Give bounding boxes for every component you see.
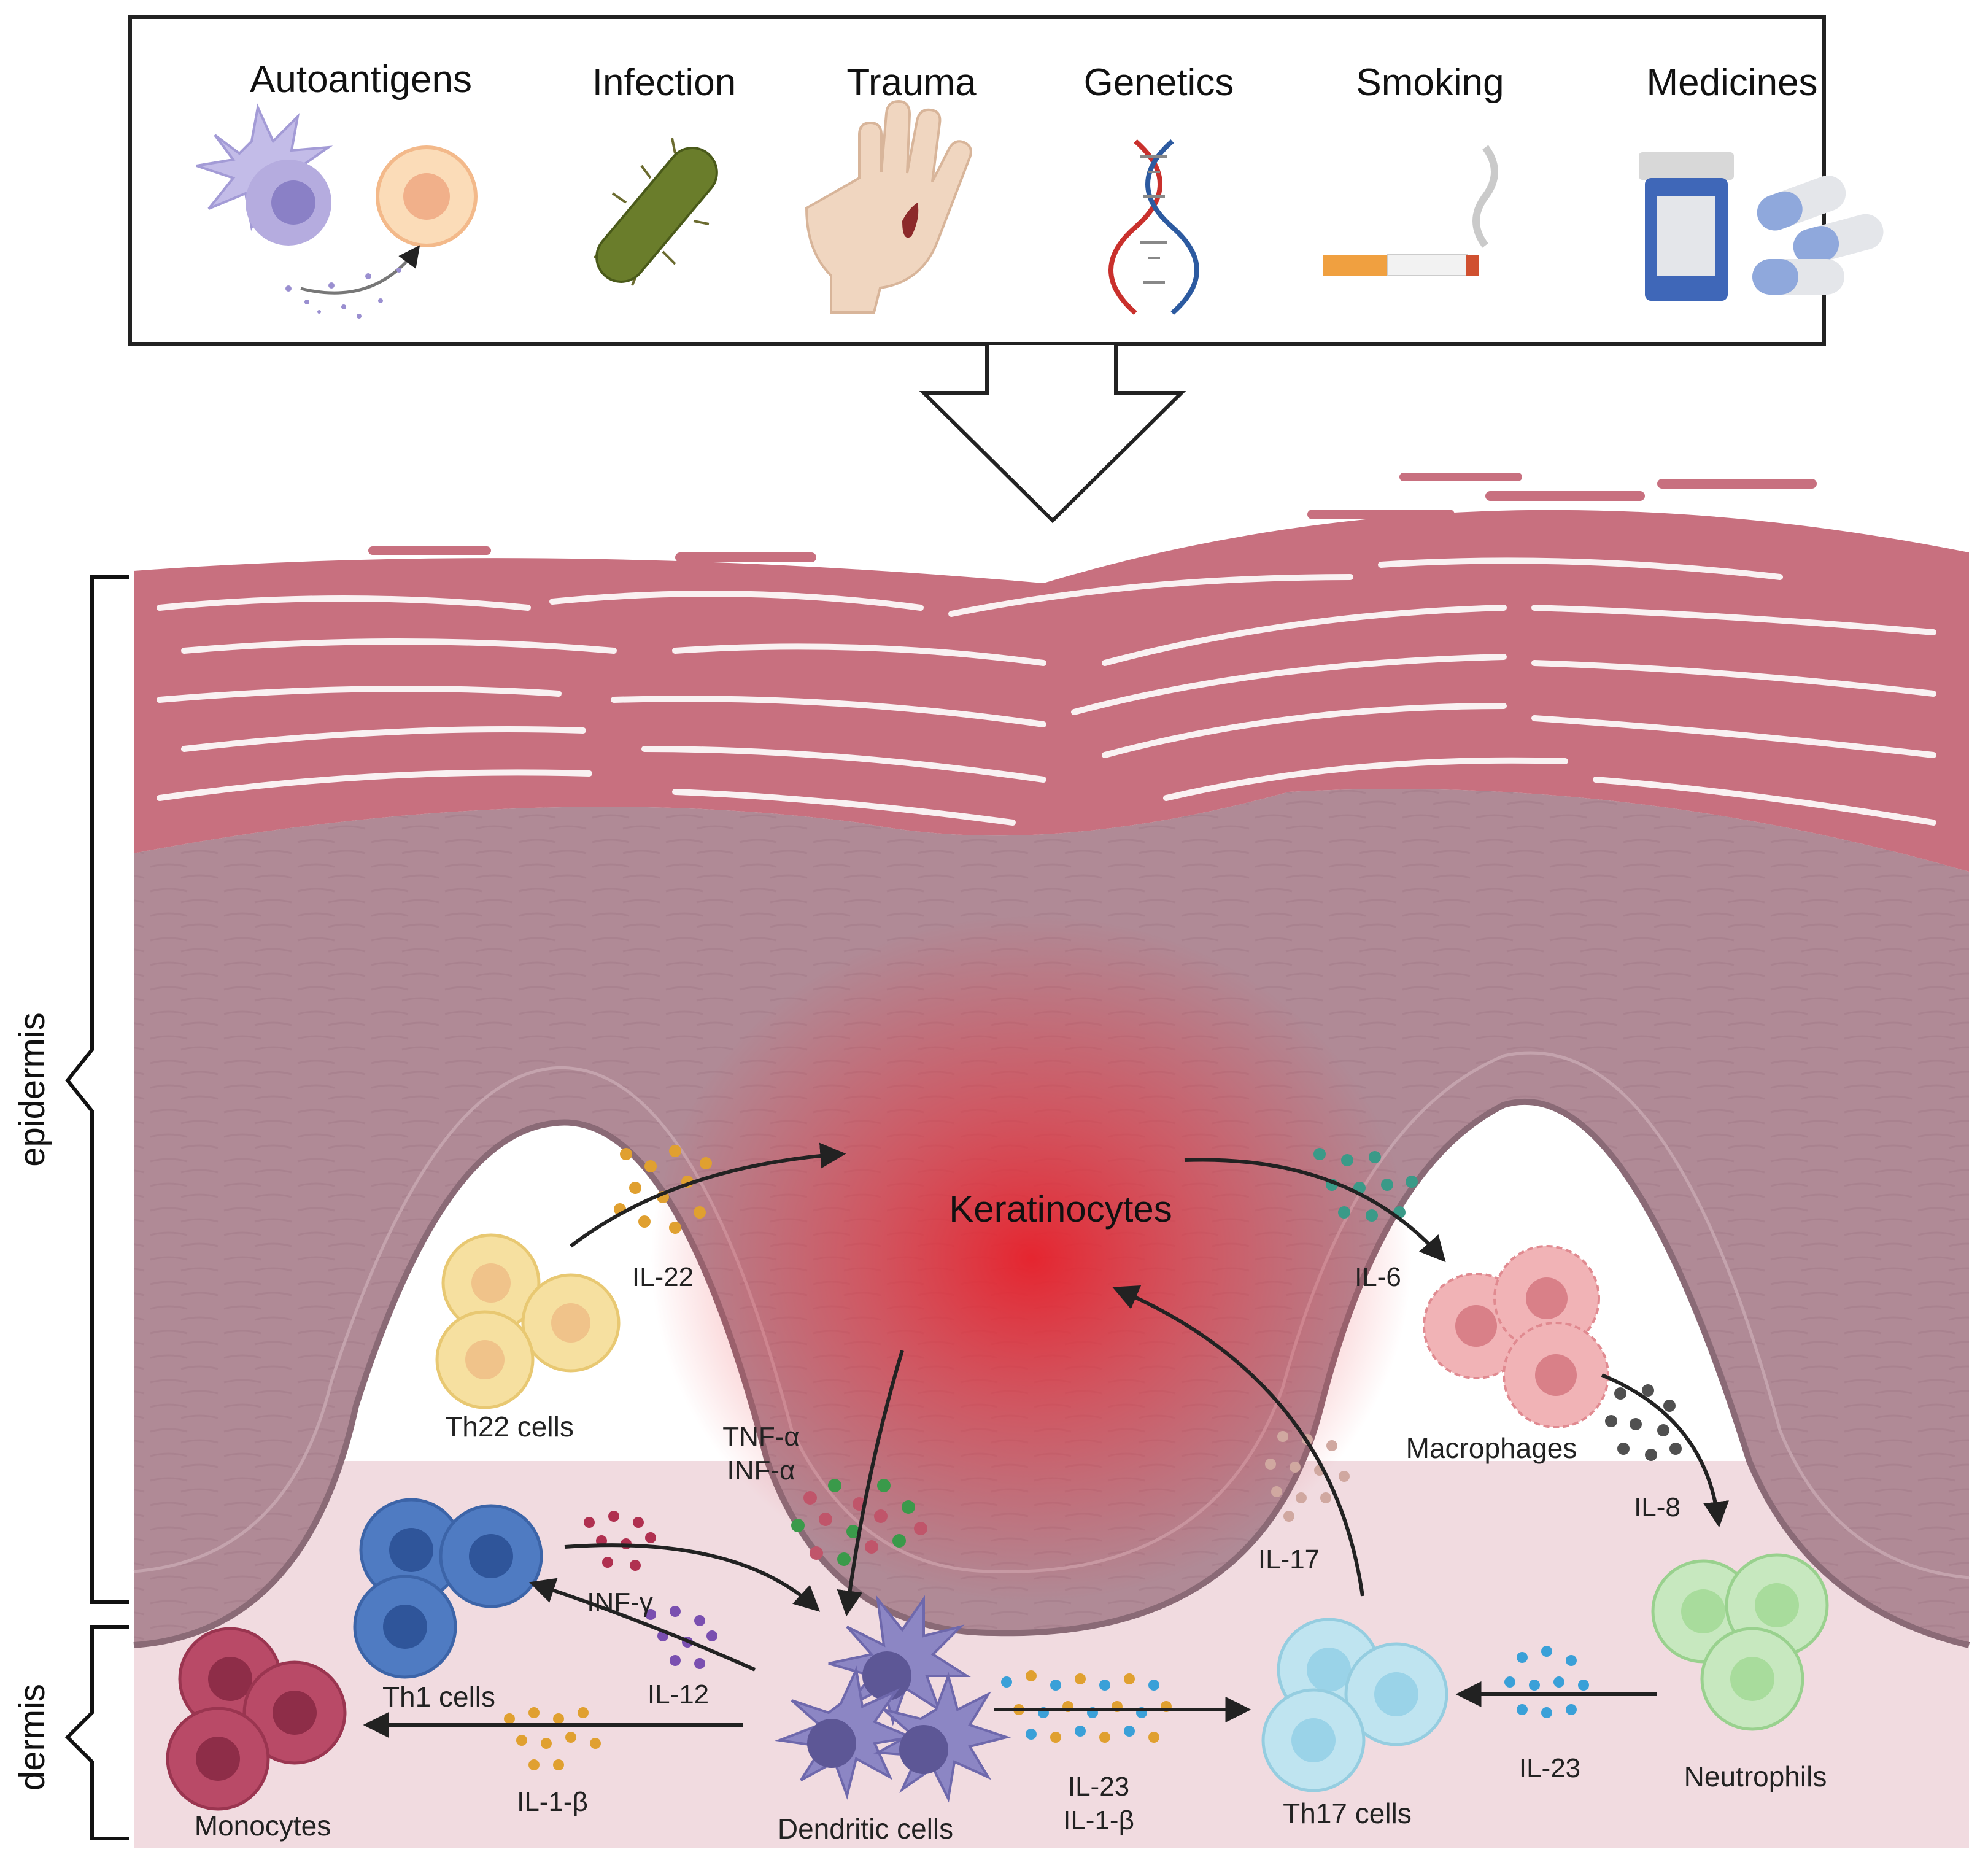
trigger-label-medicines: Medicines: [1646, 61, 1817, 104]
down-arrow: [919, 345, 1186, 524]
inf-gamma-label: INF-γ: [587, 1587, 653, 1618]
monocytes-label: Monocytes: [195, 1810, 331, 1842]
neutrophils-cells: [1651, 1553, 1829, 1731]
arrow-il8-to-neutrophils: [1601, 1373, 1729, 1528]
trigger-label-genetics: Genetics: [1084, 61, 1234, 104]
il23-right-label: IL-23: [1519, 1753, 1580, 1783]
epidermis-bracket: epidermis: [12, 575, 129, 1604]
keratinocytes-label: Keratinocytes: [949, 1188, 1172, 1230]
trigger-label-infection: Infection: [592, 61, 736, 104]
arrow-il22: [570, 1142, 846, 1248]
arrow-il6-to-macrophages: [1184, 1158, 1446, 1263]
th22-cells: [435, 1233, 621, 1409]
arrow-keratinocytes-to-dendritic: [837, 1350, 904, 1617]
il17-label: IL-17: [1258, 1544, 1320, 1575]
signal-arrows: [363, 1142, 1729, 1738]
tnf-inf-dots: [791, 1479, 927, 1566]
antigen-presenting-cell-icon: [196, 103, 478, 319]
basal-membrane: [133, 1099, 1970, 1648]
il6-dots: [1313, 1148, 1418, 1222]
monocytes-cells: [166, 1627, 347, 1811]
il8-dots: [1605, 1384, 1682, 1461]
bacterium-icon: [593, 138, 718, 286]
epidermis-label: epidermis: [12, 1012, 52, 1166]
arrow-il17-to-keratinocytes: [1112, 1285, 1364, 1597]
il12-label: IL-12: [648, 1680, 709, 1710]
dna-icon: [1108, 139, 1199, 316]
wounded-hand-icon: [805, 99, 972, 314]
inf-alpha-label: INF-α: [727, 1455, 795, 1486]
dermis-label: dermis: [12, 1684, 52, 1791]
neutrophils-label: Neutrophils: [1684, 1761, 1827, 1792]
il6-label: IL-6: [1355, 1262, 1401, 1292]
cigarette-icon: [1323, 145, 1498, 276]
th17-label: Th17 cells: [1283, 1797, 1412, 1829]
th22-label: Th22 cells: [445, 1411, 574, 1443]
trigger-label-autoantigens: Autoantigens: [250, 58, 472, 101]
il22-label: IL-22: [632, 1262, 694, 1292]
th17-cells: [1261, 1618, 1448, 1792]
trigger-label-smoking: Smoking: [1356, 61, 1504, 104]
il8-label: IL-8: [1634, 1492, 1681, 1522]
il23-right-dots: [1504, 1646, 1589, 1718]
il23-mid-label: IL-23: [1068, 1772, 1129, 1802]
trigger-label-trauma: Trauma: [846, 61, 977, 104]
macrophages-label: Macrophages: [1406, 1432, 1577, 1464]
inflammation-glow: [651, 915, 1412, 1602]
il22-dots: [614, 1145, 712, 1234]
il1b-left-label: IL-1-β: [517, 1787, 588, 1817]
dermis-bracket: dermis: [12, 1625, 129, 1840]
il1b-mid-label: IL-1-β: [1063, 1805, 1134, 1835]
th1-cells: [353, 1498, 543, 1679]
dendritic-label: Dendritic cells: [778, 1813, 953, 1845]
medicine-bottle-icon: [1639, 152, 1884, 301]
arrow-il12-to-th1: [529, 1578, 756, 1672]
th1-label: Th1 cells: [382, 1681, 495, 1713]
il1b-left-dots: [504, 1707, 601, 1770]
dendritic-cells: [775, 1595, 1011, 1803]
trigger-panel: Autoantigens Infection Trauma Genetics S…: [128, 15, 1884, 524]
arrow-inf-gamma-to-dendritic: [564, 1543, 821, 1612]
macrophages-cells: [1423, 1245, 1609, 1428]
tnf-alpha-label: TNF-α: [722, 1422, 800, 1452]
